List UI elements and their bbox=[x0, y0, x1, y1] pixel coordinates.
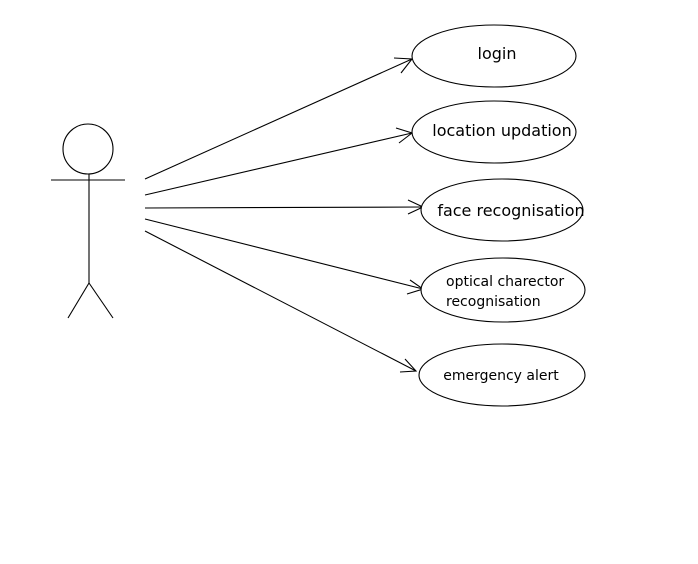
use-case-face-recognisation-label: face recognisation bbox=[437, 201, 584, 220]
association-emergency-alert bbox=[144, 230, 418, 373]
use-case-login[interactable]: login bbox=[411, 24, 577, 88]
association-face-recognisation bbox=[144, 199, 425, 215]
use-case-optical-charector-recognisation[interactable]: optical charector recognisation bbox=[420, 257, 586, 323]
actor-left-leg bbox=[67, 282, 90, 319]
actor-stick-figure bbox=[51, 123, 125, 319]
use-case-optical-charector-recognisation-label-line-1: optical charector bbox=[446, 274, 564, 290]
association-optical-charector-recognisation bbox=[144, 218, 425, 295]
associations bbox=[144, 57, 425, 373]
use-case-optical-charector-recognisation-label-line-2: recognisation bbox=[446, 294, 541, 310]
use-case-emergency-alert[interactable]: emergency alert bbox=[418, 343, 586, 407]
association-login bbox=[144, 57, 414, 180]
use-case-face-recognisation[interactable]: face recognisation bbox=[420, 178, 585, 242]
actor-right-leg bbox=[88, 282, 114, 319]
use-case-emergency-alert-label: emergency alert bbox=[443, 368, 559, 384]
use-case-location-updation-label: location updation bbox=[432, 121, 571, 140]
actor-head bbox=[62, 123, 114, 175]
use-case-location-updation[interactable]: location updation bbox=[411, 100, 577, 164]
use-case-login-label: login bbox=[478, 44, 517, 63]
